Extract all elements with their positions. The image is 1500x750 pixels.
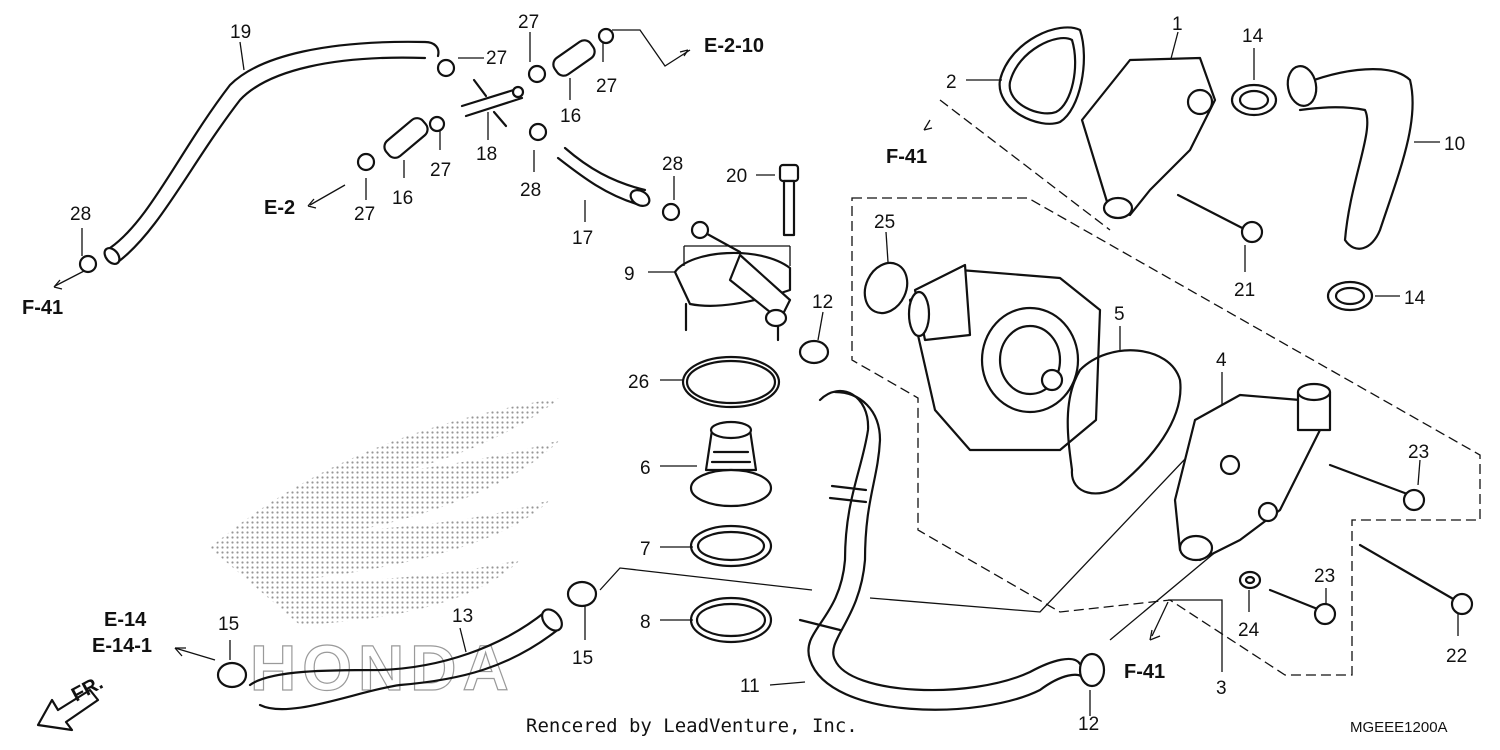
assembly-boundaries bbox=[851, 99, 1481, 676]
ref-e-14[interactable]: E-14 bbox=[104, 609, 147, 631]
callout-26: 26 bbox=[628, 372, 649, 393]
callout-labels: 19 27 27 27 27 27 16 16 18 28 28 28 17 2… bbox=[70, 12, 1467, 735]
credit-text: Rencered by LeadVenture, Inc. bbox=[526, 715, 858, 737]
callout-14-a: 14 bbox=[1242, 26, 1264, 47]
callout-16-b: 16 bbox=[392, 188, 413, 209]
callout-18: 18 bbox=[476, 144, 497, 165]
housing-lower-4 bbox=[1173, 382, 1332, 562]
callout-23-b: 23 bbox=[1314, 566, 1335, 587]
hose-19 bbox=[103, 40, 440, 265]
callout-27-a: 27 bbox=[486, 48, 507, 69]
callout-22: 22 bbox=[1446, 646, 1467, 667]
callout-17: 17 bbox=[572, 228, 593, 249]
bolts bbox=[1238, 463, 1474, 626]
ref-f-41-left[interactable]: F-41 bbox=[22, 297, 63, 319]
gasket-5 bbox=[1066, 349, 1182, 495]
hose-clamps bbox=[78, 27, 681, 274]
honda-logo-text: HONDA bbox=[250, 632, 515, 704]
callout-28-a: 28 bbox=[520, 180, 541, 201]
callout-8: 8 bbox=[640, 612, 651, 633]
hose-10 bbox=[1286, 65, 1414, 250]
honda-wing-logo: HONDA bbox=[210, 398, 560, 705]
callout-27-e: 27 bbox=[354, 204, 375, 225]
leader-lines bbox=[54, 29, 1459, 716]
callout-11: 11 bbox=[740, 676, 760, 697]
callout-13: 13 bbox=[452, 606, 473, 627]
seals-thermostat bbox=[681, 355, 781, 644]
housing-upper-1 bbox=[998, 26, 1264, 244]
ref-f-41-bottom[interactable]: F-41 bbox=[1124, 661, 1165, 683]
reference-arrows bbox=[53, 49, 1161, 657]
callout-15-b: 15 bbox=[572, 648, 593, 669]
water-pump bbox=[907, 263, 1102, 452]
thermostat-housing-9 bbox=[673, 220, 792, 342]
callout-27-d: 27 bbox=[430, 160, 451, 181]
clamps-12-15 bbox=[216, 580, 1106, 689]
ref-e-2[interactable]: E-2 bbox=[264, 197, 295, 219]
callout-24: 24 bbox=[1238, 620, 1260, 641]
callout-7: 7 bbox=[640, 539, 651, 560]
callout-28-b: 28 bbox=[662, 154, 683, 175]
hose-13 bbox=[248, 608, 563, 711]
callout-20: 20 bbox=[726, 166, 747, 187]
callout-15-a: 15 bbox=[218, 614, 239, 635]
callout-9: 9 bbox=[624, 264, 635, 285]
callout-27-c: 27 bbox=[596, 76, 617, 97]
callout-4: 4 bbox=[1216, 350, 1227, 371]
callout-21: 21 bbox=[1234, 280, 1255, 301]
ref-f-41-top[interactable]: F-41 bbox=[886, 146, 927, 168]
callout-1: 1 bbox=[1172, 14, 1183, 35]
callout-2: 2 bbox=[946, 72, 957, 93]
callout-19: 19 bbox=[230, 22, 251, 43]
front-direction-arrow bbox=[36, 688, 100, 732]
clamps-14 bbox=[1230, 83, 1374, 312]
callout-12-b: 12 bbox=[1078, 714, 1099, 735]
callout-10: 10 bbox=[1444, 134, 1465, 155]
clamp-12-top bbox=[798, 339, 830, 365]
callout-28-c: 28 bbox=[70, 204, 91, 225]
callout-14-b: 14 bbox=[1404, 288, 1426, 309]
ref-e-2-10[interactable]: E-2-10 bbox=[704, 35, 764, 57]
callout-16-a: 16 bbox=[560, 106, 581, 127]
callout-27-b: 27 bbox=[518, 12, 539, 33]
o-ring-25 bbox=[863, 261, 909, 315]
callout-25: 25 bbox=[874, 212, 895, 233]
callout-12-a: 12 bbox=[812, 292, 833, 313]
small-hoses bbox=[383, 39, 651, 207]
callout-6: 6 bbox=[640, 458, 651, 479]
hose-11 bbox=[798, 389, 1087, 711]
callout-23-a: 23 bbox=[1408, 442, 1429, 463]
cross-references: E-2-10 E-2 F-41 F-41 F-41 E-14 E-14-1 FR… bbox=[22, 35, 1165, 706]
bolt-20 bbox=[778, 163, 800, 237]
ref-e-14-1[interactable]: E-14-1 bbox=[92, 635, 152, 657]
diagram-code: MGEEE1200A bbox=[1350, 719, 1448, 736]
callout-3: 3 bbox=[1216, 678, 1227, 699]
callout-5: 5 bbox=[1114, 304, 1125, 325]
